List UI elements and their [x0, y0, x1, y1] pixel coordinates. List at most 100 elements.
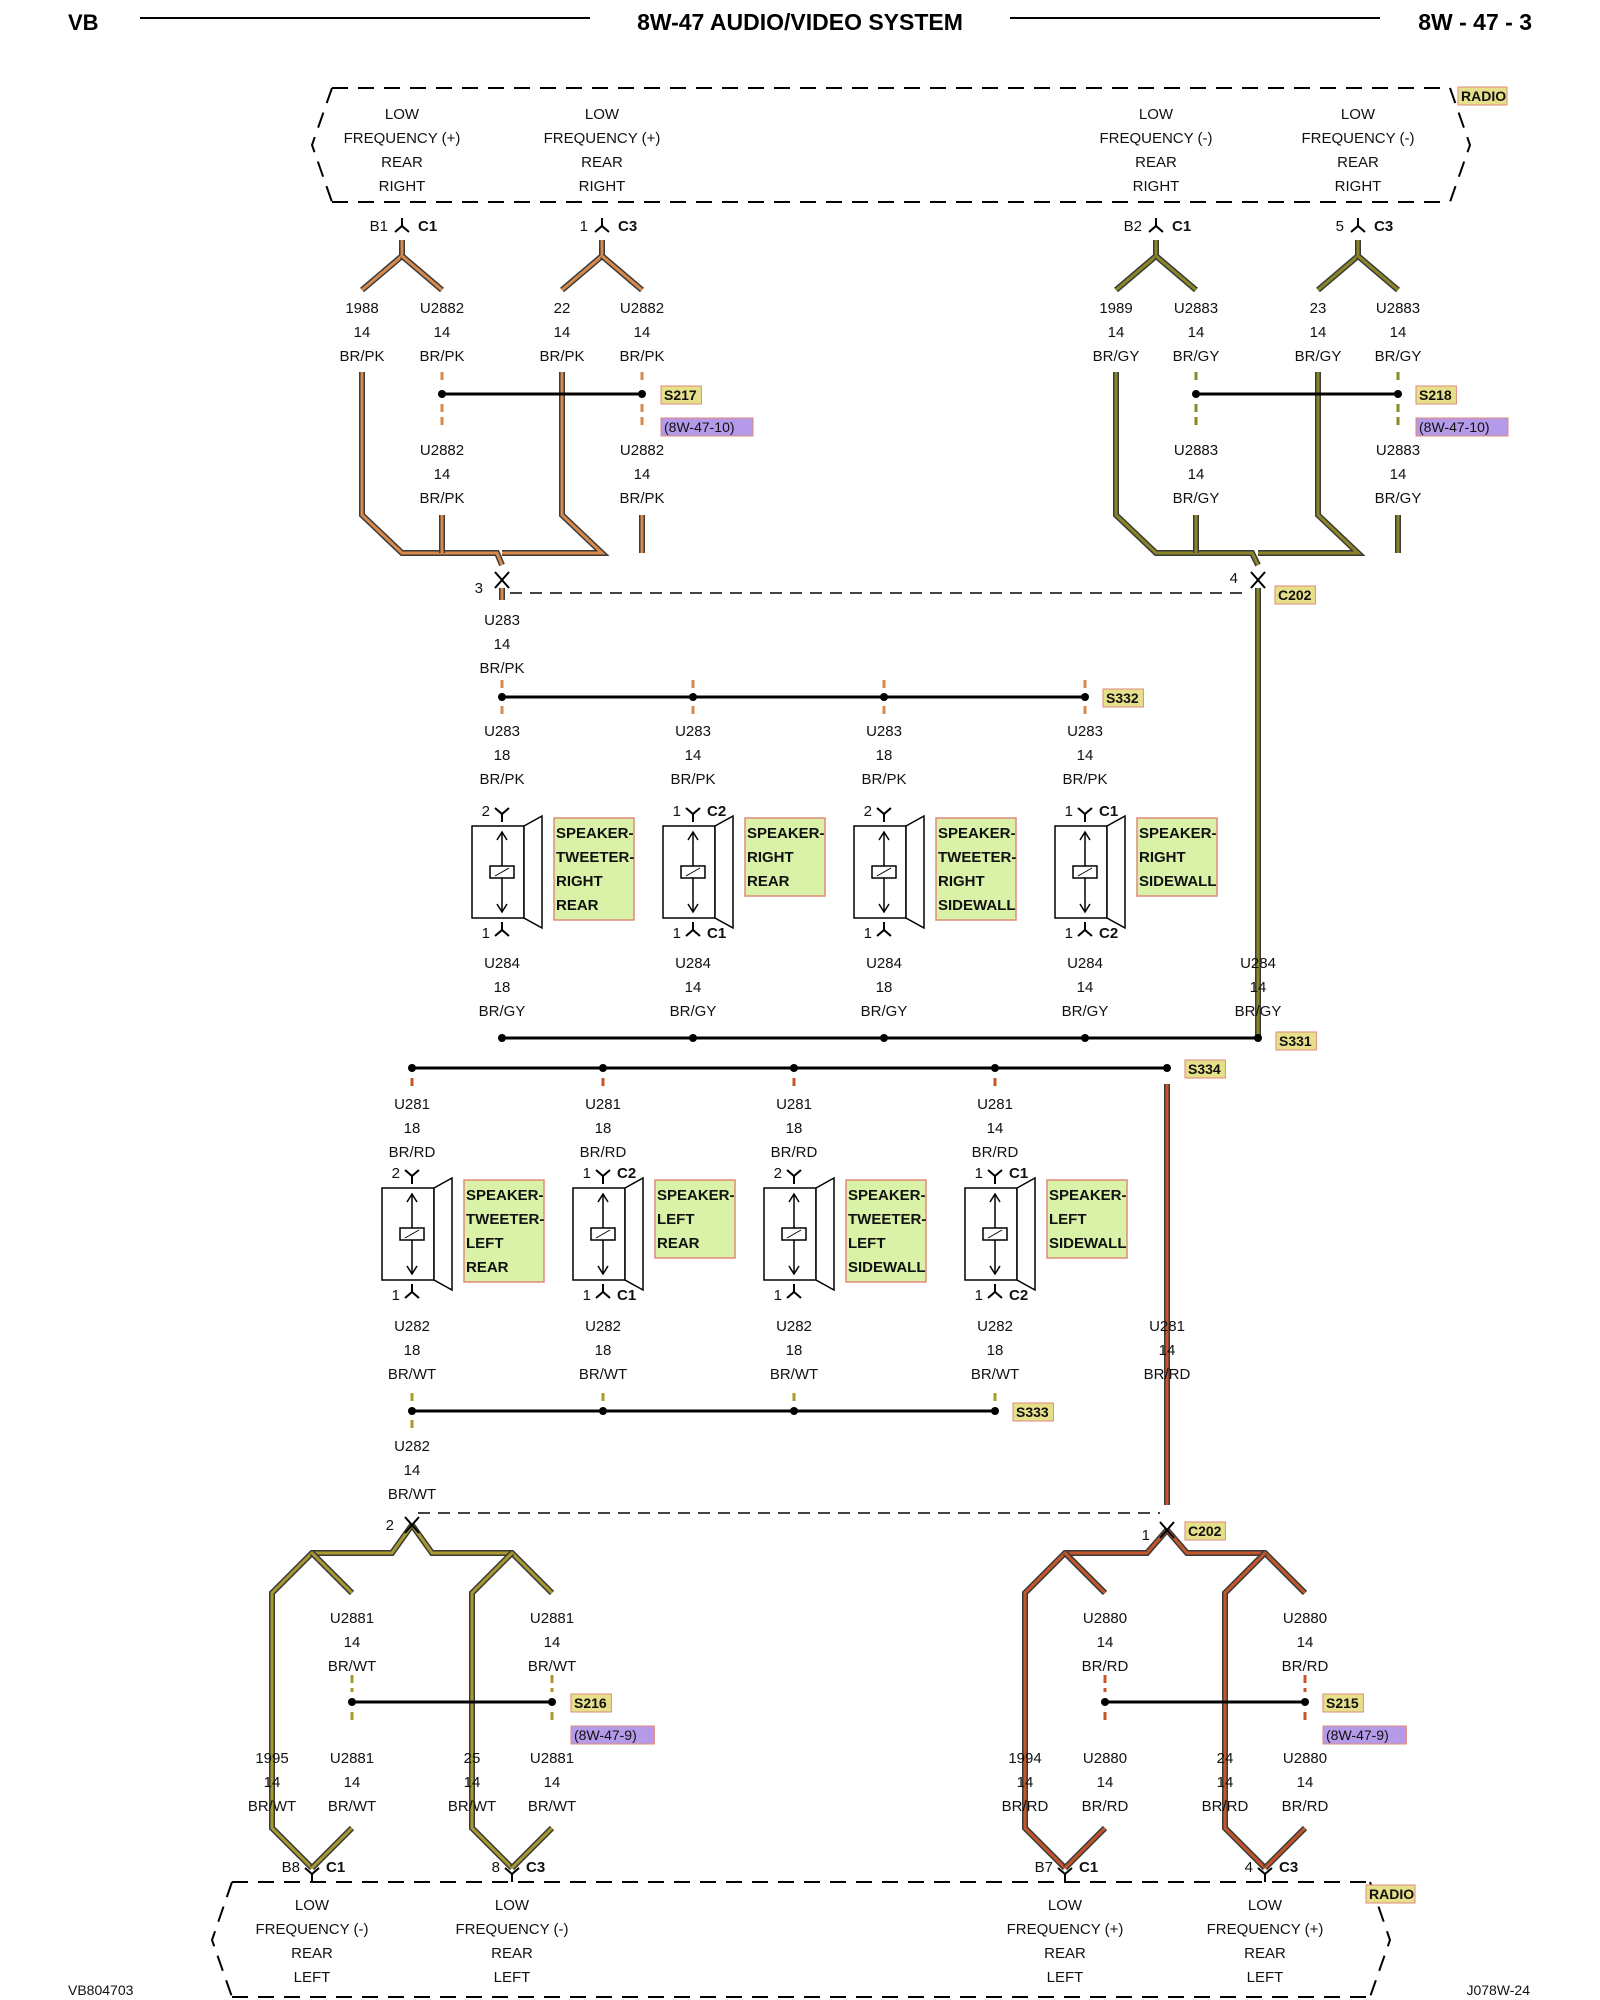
- c202-cavity: 1: [1142, 1527, 1150, 1544]
- wire-circuit-label: U2882: [420, 442, 464, 459]
- splice-label: S333: [1016, 1404, 1049, 1420]
- speaker-label: RIGHT: [938, 873, 985, 890]
- splice-label: S217: [664, 387, 697, 403]
- wire-u2880: [1263, 1826, 1307, 1870]
- wire-color-label: BR/PK: [479, 660, 524, 677]
- wire-gauge-label: 14: [464, 1774, 481, 1791]
- radio-pin-function: REAR: [1244, 1945, 1286, 1962]
- wire-circuit-label: 24: [1217, 1750, 1234, 1767]
- wire-gauge-label: 14: [1390, 324, 1407, 341]
- speaker-label: SPEAKER-: [466, 1187, 544, 1204]
- header-left: VB: [68, 10, 99, 35]
- radio-bottom-box: [210, 1881, 1392, 1998]
- wire-gauge-label: 14: [987, 1120, 1004, 1137]
- wire-25: [470, 1551, 514, 1870]
- wire-color-label: BR/WT: [448, 1798, 496, 1815]
- wire-gauge-label: 14: [1077, 979, 1094, 996]
- splice-dot: [348, 1698, 356, 1706]
- wire-u2881: [510, 1826, 554, 1870]
- page-reference-bg: [1415, 417, 1509, 437]
- connector-cavity-mark: [876, 807, 892, 822]
- wire-u2880: [1165, 1529, 1307, 1595]
- wire-gauge-label: 14: [1250, 979, 1267, 996]
- wire-color-label: BR/RD: [1082, 1658, 1129, 1675]
- wire-color-label: BR/WT: [971, 1366, 1019, 1383]
- splice-dot: [1394, 390, 1402, 398]
- speaker-cavity: 2: [774, 1165, 782, 1182]
- wire-circuit-label: U284: [866, 955, 902, 972]
- page-reference-bg: [1322, 1725, 1407, 1745]
- splice-dot: [1081, 693, 1089, 701]
- wire-circuit-label: U281: [776, 1096, 812, 1113]
- wire-circuit-label: U284: [675, 955, 711, 972]
- wire-color-label: BR/PK: [539, 348, 584, 365]
- radio-pin-function: REAR: [291, 1945, 333, 1962]
- connector-cavity-mark: [685, 807, 701, 822]
- wire-circuit-label: U283: [675, 723, 711, 740]
- wire-gauge-label: 18: [786, 1342, 803, 1359]
- wire-color-label: BR/RD: [389, 1144, 436, 1161]
- radio-pin-function: LEFT: [1247, 1969, 1284, 1986]
- radio-pin-function: REAR: [1044, 1945, 1086, 1962]
- splice-label-bg: [1415, 385, 1457, 405]
- radio-cavity-number: 4: [1245, 1859, 1253, 1876]
- wire-1995-outline: [269, 1523, 415, 1871]
- speaker-label: LEFT: [657, 1211, 695, 1228]
- radio-connector-name: C1: [1079, 1859, 1098, 1876]
- splice-label-bg: [660, 385, 702, 405]
- radio-cavity-number: 1: [580, 218, 588, 235]
- speaker-symbol: [1054, 814, 1126, 930]
- splice-dot: [1163, 1064, 1171, 1072]
- wire-branch: [601, 254, 643, 292]
- wire-22: [502, 372, 606, 555]
- marks-layer: [304, 218, 1402, 1882]
- wire-gauge-label: 14: [1077, 747, 1094, 764]
- speaker-label-box: [1136, 817, 1218, 897]
- wire-branch: [1357, 254, 1399, 292]
- radio-top-box: [310, 87, 1472, 203]
- wire-color-label: BR/WT: [388, 1486, 436, 1503]
- radio-pin-function: RIGHT: [579, 178, 626, 195]
- wire-gauge-label: 14: [434, 324, 451, 341]
- wire-gauge-label: 14: [1097, 1634, 1114, 1651]
- speaker-connector: C1: [1099, 803, 1118, 820]
- wire-color-label: BR/GY: [1093, 348, 1140, 365]
- connector-cavity-mark: [404, 1169, 420, 1184]
- splice-dot: [1301, 1698, 1309, 1706]
- speaker-label: RIGHT: [747, 849, 794, 866]
- radio-cavity-number: B2: [1124, 218, 1142, 235]
- speaker-label-box: [1046, 1179, 1128, 1259]
- wire-color-label: BR/RD: [1002, 1798, 1049, 1815]
- wire-gauge-label: 14: [1188, 466, 1205, 483]
- wire-circuit-label: U2881: [530, 1610, 574, 1627]
- radio-cavity-number: 8: [492, 1859, 500, 1876]
- wire-gauge-label: 14: [264, 1774, 281, 1791]
- wire-color-label: BR/GY: [670, 1003, 717, 1020]
- radio-pin-function: LOW: [385, 106, 420, 123]
- speaker-label-box: [553, 817, 635, 921]
- speaker-cavity: 1: [1065, 803, 1073, 820]
- wire-gauge-label: 18: [595, 1120, 612, 1137]
- wire-color-label: BR/PK: [1062, 771, 1107, 788]
- radio-pin-function: LOW: [1248, 1897, 1283, 1914]
- splice-dot: [1081, 1034, 1089, 1042]
- wire-gauge-label: 14: [344, 1774, 361, 1791]
- connector-cavity-mark: [1057, 1867, 1073, 1882]
- wire-color-label: BR/PK: [339, 348, 384, 365]
- splice-dot: [880, 1034, 888, 1042]
- connector-cavity-mark: [1077, 807, 1093, 822]
- wire-circuit-label: U2882: [420, 300, 464, 317]
- wire-color-label: BR/WT: [248, 1798, 296, 1815]
- speaker-connector: C2: [617, 1165, 636, 1182]
- wire-color-label: BR/GY: [1173, 348, 1220, 365]
- wire-circuit-label: U283: [484, 723, 520, 740]
- speaker-symbol: [763, 1176, 835, 1292]
- connector-cavity-mark: [394, 218, 410, 233]
- speaker-label: SIDEWALL: [1139, 873, 1217, 890]
- wire-gauge-label: 14: [1390, 466, 1407, 483]
- wire-color-label: BR/GY: [1173, 490, 1220, 507]
- wire-color-label: BR/WT: [528, 1658, 576, 1675]
- connector-cavity-mark: [494, 807, 510, 822]
- radio-connector-name: C3: [526, 1859, 545, 1876]
